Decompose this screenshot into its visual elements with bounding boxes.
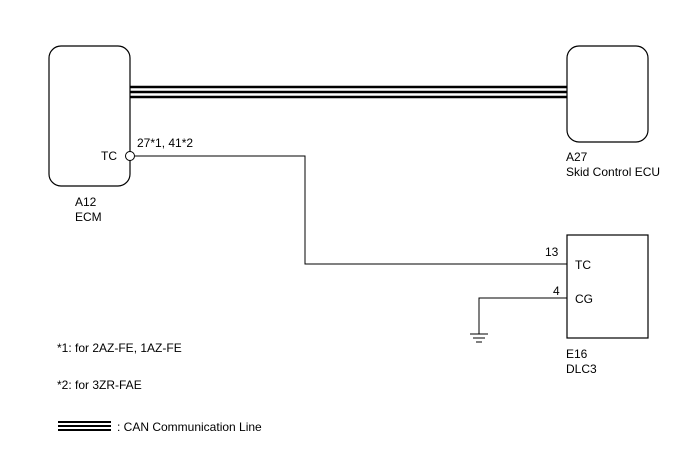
skid-code: A27	[566, 150, 588, 164]
ground-icon	[470, 333, 488, 343]
skid-control-ecu-box	[566, 45, 649, 143]
skid-name: Skid Control ECU	[566, 165, 661, 179]
note-2: *2: for 3ZR-FAE	[57, 378, 142, 392]
ecm-pin-numbers: 27*1, 41*2	[137, 136, 194, 150]
ecm-tc-connector	[125, 151, 135, 161]
dlc3-name: DLC3	[566, 362, 597, 376]
dlc3-pin-cg-label: CG	[575, 292, 593, 306]
dlc3-pin-tc-label: TC	[575, 258, 591, 272]
legend-can-line-label: : CAN Communication Line	[117, 420, 262, 434]
dlc3-code: E16	[566, 347, 588, 361]
ecm-name: ECM	[75, 210, 102, 224]
ecm-box	[48, 45, 131, 187]
dlc3-pin-13-number: 13	[545, 245, 559, 259]
cg-wire	[478, 297, 567, 334]
legend-can-line-icon	[58, 421, 111, 431]
dlc3-box	[566, 234, 649, 339]
can-line	[130, 85, 567, 99]
ecm-code: A12	[75, 195, 97, 209]
dlc3-pin-4-number: 4	[553, 284, 560, 298]
note-1: *1: for 2AZ-FE, 1AZ-FE	[57, 341, 182, 355]
ecm-pin-label: TC	[101, 149, 117, 163]
tc-wire	[135, 155, 567, 265]
